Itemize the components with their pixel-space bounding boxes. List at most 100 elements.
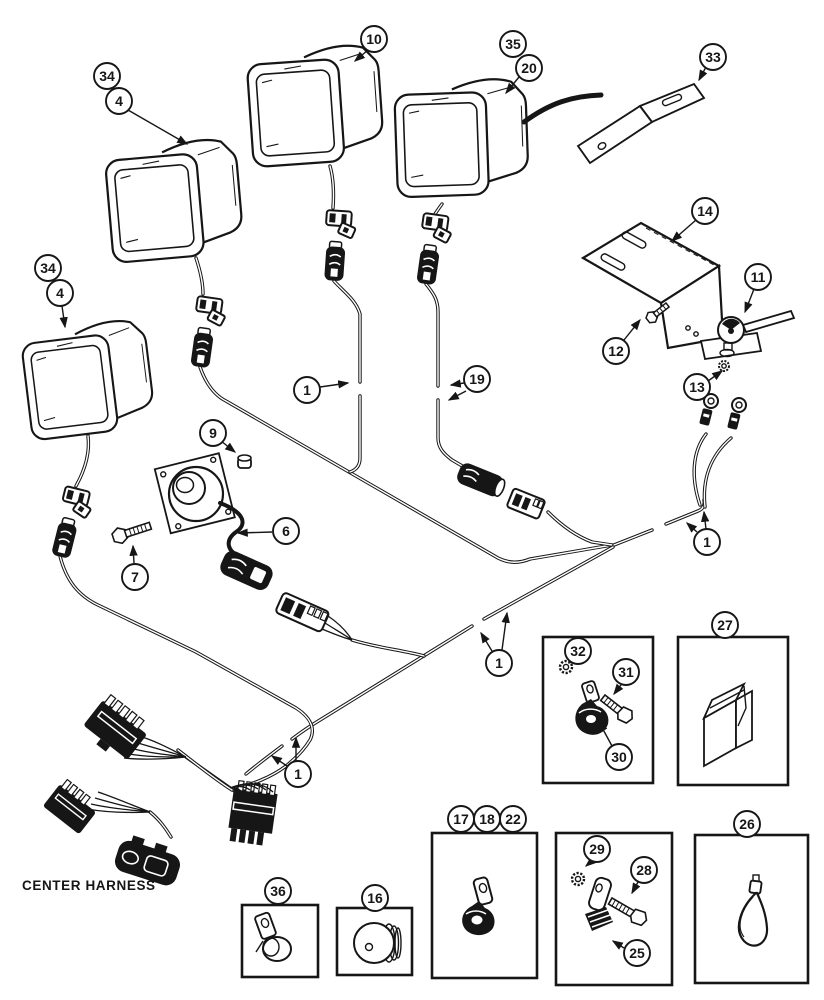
callout-30: 30 bbox=[605, 743, 633, 771]
bolt-31 bbox=[599, 693, 633, 724]
work-lamp-top-left bbox=[102, 136, 246, 265]
callout-34-top: 34 bbox=[93, 62, 121, 90]
clamp-36 bbox=[254, 911, 292, 962]
motion-swoosh bbox=[521, 92, 604, 125]
callout-19: 19 bbox=[463, 365, 491, 393]
bracket-33 bbox=[576, 82, 706, 165]
svg-text:34: 34 bbox=[40, 260, 56, 276]
work-lamp-mid-left bbox=[18, 316, 158, 442]
kit-box-27 bbox=[676, 635, 790, 787]
lamp-connector-top-middle bbox=[321, 209, 358, 283]
kit-box-30-31-32 bbox=[541, 635, 655, 785]
svg-text:4: 4 bbox=[115, 93, 123, 109]
caption-center-harness: CENTER HARNESS bbox=[22, 878, 156, 893]
horn-connector-pair bbox=[220, 550, 353, 641]
svg-text:36: 36 bbox=[270, 883, 286, 899]
callout-33: 33 bbox=[699, 43, 727, 71]
svg-text:12: 12 bbox=[608, 343, 624, 359]
bolt-28 bbox=[607, 896, 648, 927]
callout-4-top: 4 bbox=[105, 87, 133, 115]
callout-26: 26 bbox=[733, 810, 761, 838]
callout-25: 25 bbox=[623, 939, 651, 967]
svg-text:10: 10 bbox=[366, 31, 382, 47]
callout-29: 29 bbox=[583, 835, 611, 863]
horn-pigtail-wire bbox=[218, 501, 245, 558]
svg-text:35: 35 bbox=[505, 36, 521, 52]
callout-22: 22 bbox=[499, 805, 527, 833]
leader-lines bbox=[59, 49, 755, 950]
kit-box-17-18-22 bbox=[430, 831, 539, 980]
kit-box-36 bbox=[240, 903, 320, 979]
svg-text:22: 22 bbox=[505, 811, 521, 827]
kit-box-26 bbox=[693, 833, 810, 985]
svg-text:19: 19 bbox=[469, 371, 485, 387]
work-lamp-top-right bbox=[392, 77, 531, 199]
svg-text:31: 31 bbox=[618, 664, 634, 680]
plug-16 bbox=[353, 922, 402, 964]
callout-7: 7 bbox=[121, 563, 149, 591]
callout-18: 18 bbox=[473, 805, 501, 833]
center-harness-connectors bbox=[43, 693, 278, 886]
spring-clip-27 bbox=[702, 681, 753, 768]
clamp-17 bbox=[462, 876, 495, 936]
callout-1-c: 1 bbox=[485, 649, 513, 677]
callout-10: 10 bbox=[360, 25, 388, 53]
svg-text:11: 11 bbox=[751, 269, 766, 285]
callout-1-b: 1 bbox=[693, 528, 721, 556]
svg-text:4: 4 bbox=[56, 285, 64, 301]
svg-text:29: 29 bbox=[589, 841, 605, 857]
lamp-connector-top-left bbox=[187, 295, 229, 371]
toggle-switch-11 bbox=[699, 309, 796, 361]
inline-connector-pair-19 bbox=[457, 463, 546, 520]
svg-text:1: 1 bbox=[294, 766, 302, 782]
callout-1-d: 1 bbox=[284, 760, 312, 788]
callout-14: 14 bbox=[691, 197, 719, 225]
svg-text:25: 25 bbox=[629, 945, 645, 961]
svg-text:1: 1 bbox=[703, 534, 711, 550]
kit-box-25-28-29 bbox=[554, 831, 674, 987]
svg-text:1: 1 bbox=[495, 655, 503, 671]
svg-text:30: 30 bbox=[611, 749, 627, 765]
svg-text:33: 33 bbox=[705, 49, 721, 65]
kit-box-16 bbox=[335, 906, 414, 977]
callout-17: 17 bbox=[447, 805, 475, 833]
callout-11: 11 bbox=[744, 263, 772, 291]
callout-36: 36 bbox=[264, 877, 292, 905]
cable-tie-26 bbox=[737, 874, 769, 947]
svg-text:26: 26 bbox=[739, 816, 755, 832]
svg-text:34: 34 bbox=[99, 68, 115, 84]
svg-text:14: 14 bbox=[697, 203, 713, 219]
callout-31: 31 bbox=[612, 658, 640, 686]
callout-35: 35 bbox=[499, 30, 527, 58]
nut-13 bbox=[718, 360, 730, 372]
svg-text:1: 1 bbox=[303, 382, 311, 398]
callout-28: 28 bbox=[630, 856, 658, 884]
svg-text:16: 16 bbox=[367, 890, 383, 906]
bolt-12 bbox=[645, 301, 671, 324]
svg-text:7: 7 bbox=[131, 569, 139, 585]
callout-13: 13 bbox=[683, 373, 711, 401]
svg-text:32: 32 bbox=[570, 643, 586, 659]
callout-32: 32 bbox=[564, 637, 592, 665]
svg-text:28: 28 bbox=[636, 862, 652, 878]
lamp-connector-mid-left bbox=[48, 485, 97, 563]
callout-6: 6 bbox=[272, 517, 300, 545]
alarm-horn bbox=[153, 452, 245, 558]
lamp-connector-top-right bbox=[413, 212, 455, 288]
bracket-14 bbox=[580, 221, 725, 350]
bolt-7 bbox=[111, 521, 153, 545]
svg-text:6: 6 bbox=[282, 523, 290, 539]
callout-4-mid: 4 bbox=[46, 279, 74, 307]
callout-20: 20 bbox=[515, 54, 543, 82]
nut-9 bbox=[237, 454, 252, 469]
callout-1-a: 1 bbox=[293, 376, 321, 404]
svg-text:20: 20 bbox=[521, 60, 537, 76]
callout-16: 16 bbox=[361, 884, 389, 912]
svg-text:9: 9 bbox=[209, 425, 217, 441]
svg-text:13: 13 bbox=[689, 379, 705, 395]
callout-12: 12 bbox=[602, 337, 630, 365]
work-lamp-top-middle bbox=[244, 42, 386, 169]
callout-34-mid: 34 bbox=[34, 254, 62, 282]
